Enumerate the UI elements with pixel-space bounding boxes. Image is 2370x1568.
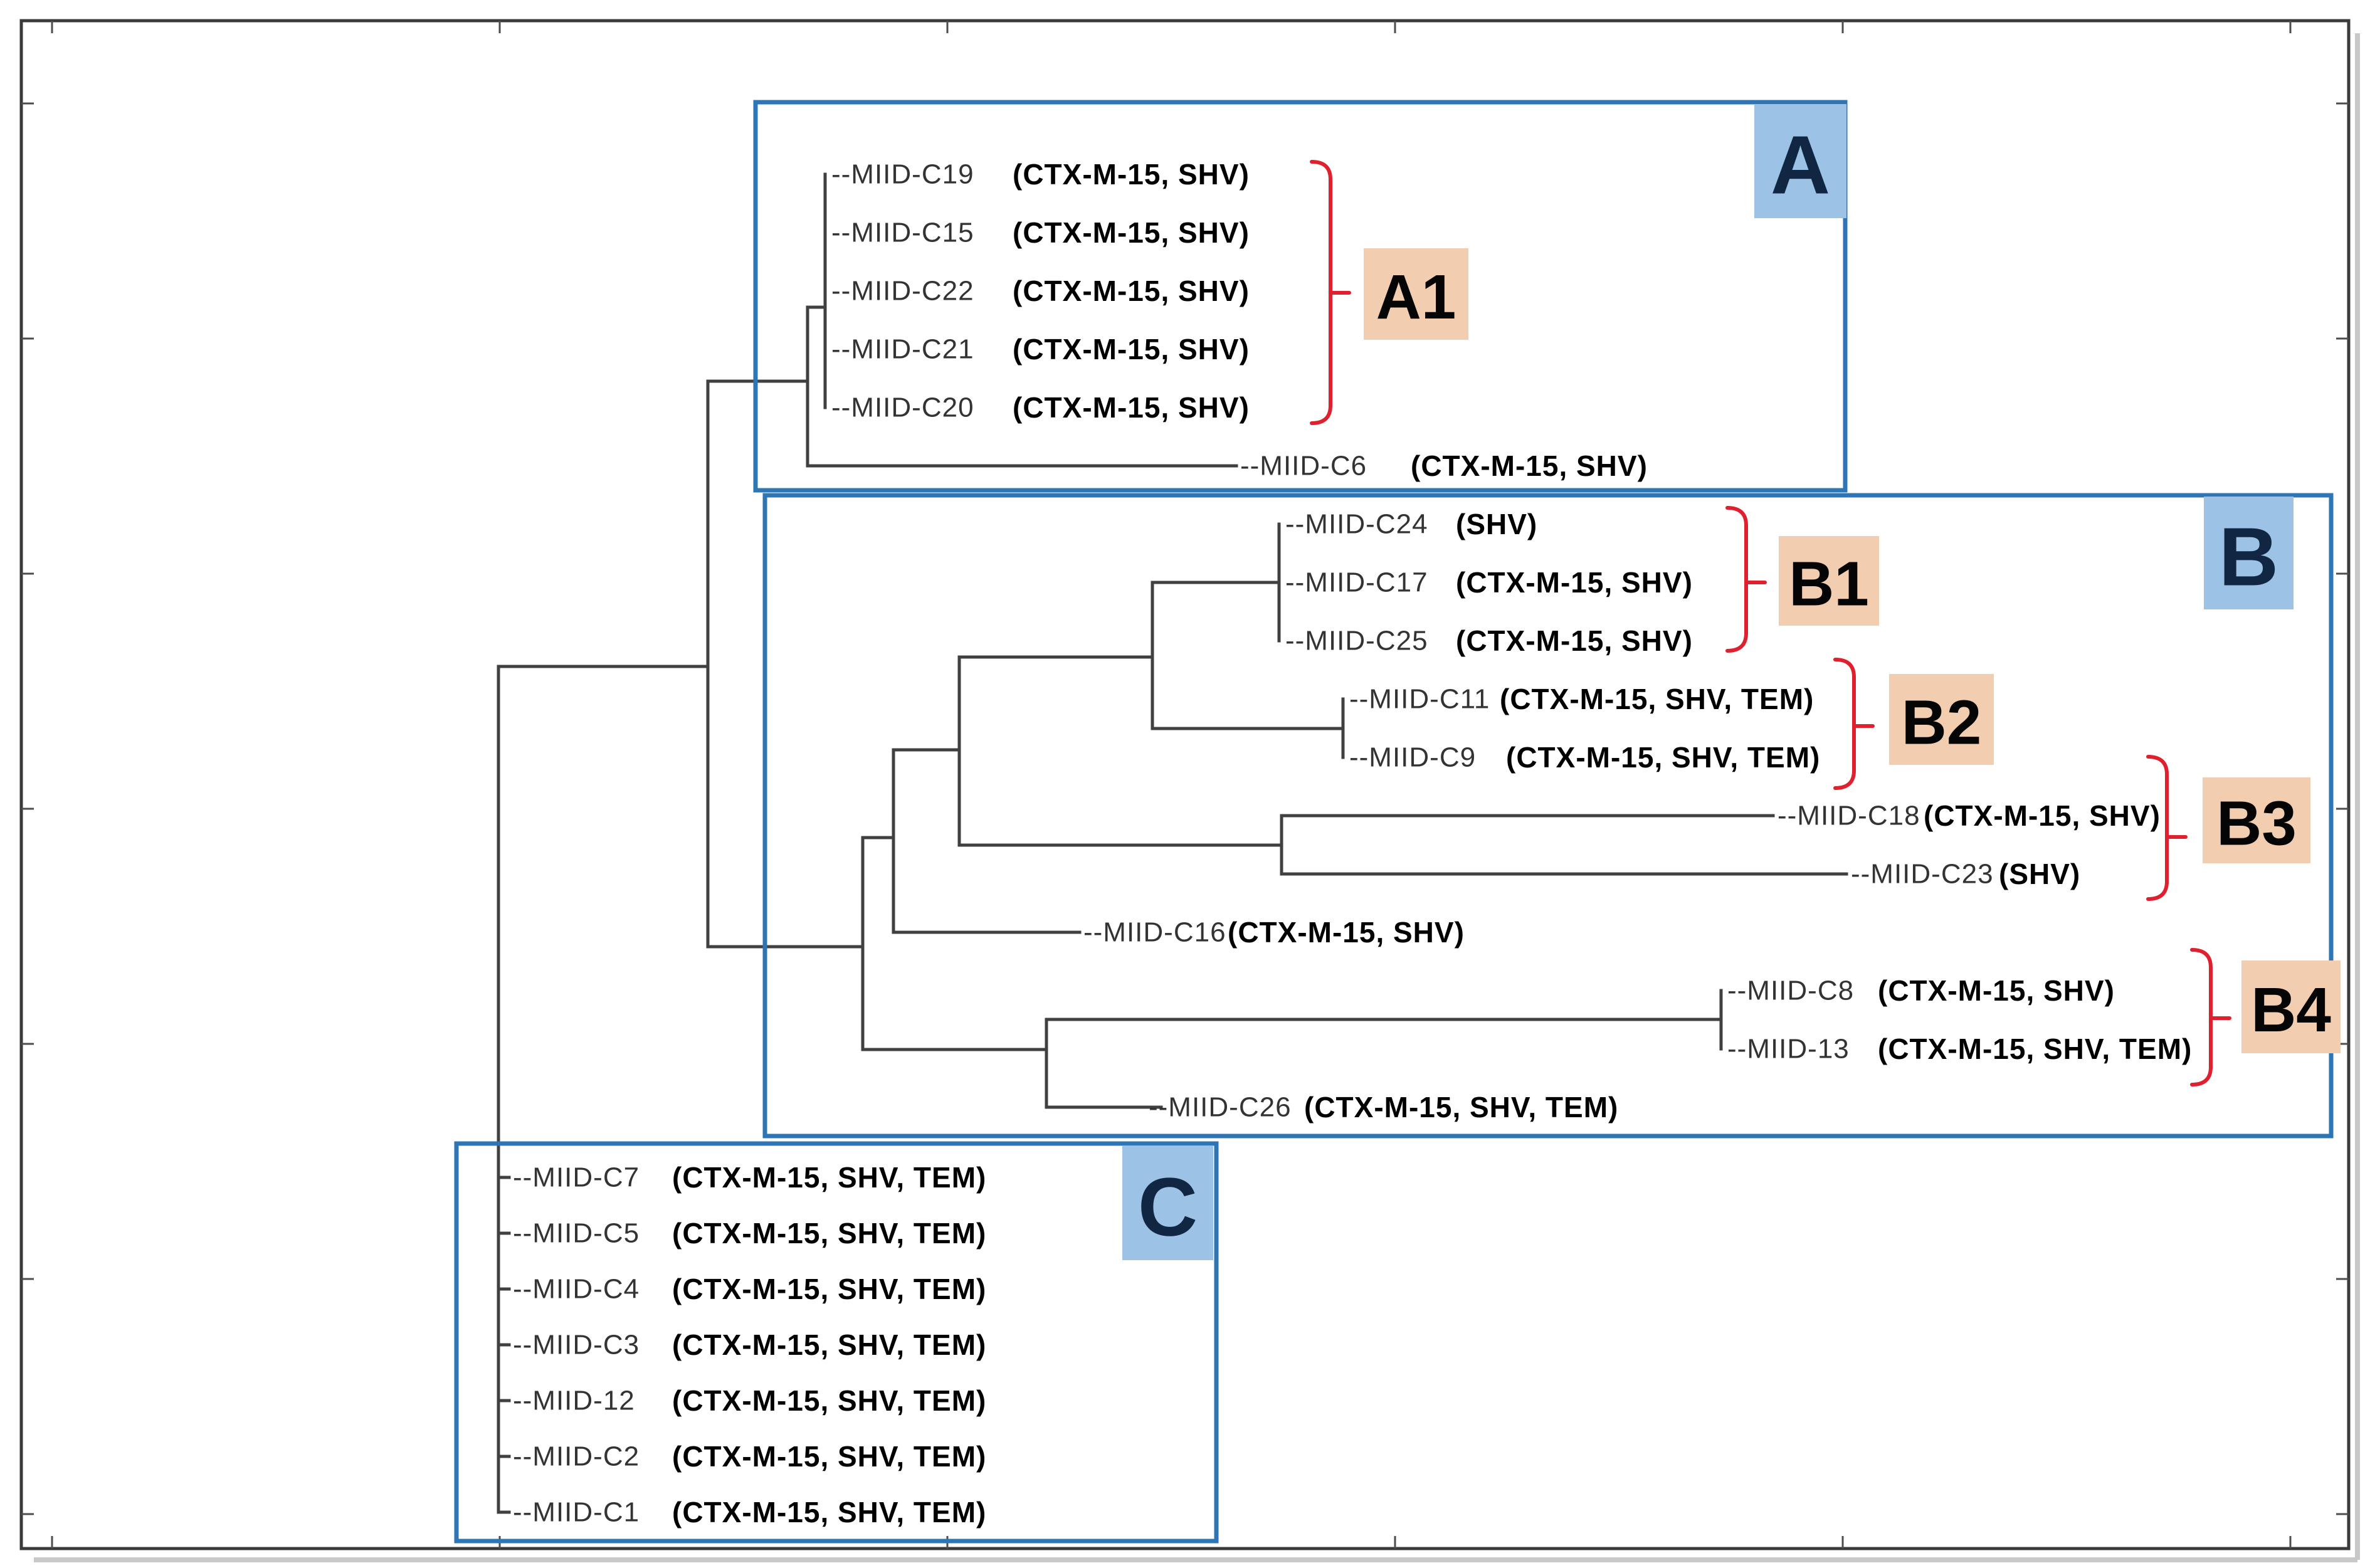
leaf-label-MIID-C19: --MIID-C19 [831,159,974,190]
gene-annotation-MIID-C7: (CTX-M-15, SHV, TEM) [672,1161,986,1194]
leaf-label-MIID-12: --MIID-12 [513,1386,635,1416]
leaf-label-MIID-C18: --MIID-C18 [1778,801,1920,831]
cluster-box-C [454,1141,1219,1544]
subgroup-tag-label-B3: B3 [2216,789,2297,859]
leaf-label-MIID-C4: --MIID-C4 [513,1274,640,1305]
gene-annotation-MIID-C16: (CTX-M-15, SHV) [1228,916,1465,949]
subgroup-tag-label-A1: A1 [1376,262,1456,332]
leaf-label-MIID-C1: --MIID-C1 [513,1497,640,1528]
gene-annotation-MIID-C23: (SHV) [1999,858,2080,890]
leaf-label-MIID-C26: --MIID-C26 [1149,1092,1292,1123]
leaf-label-MIID-C7: --MIID-C7 [513,1162,640,1193]
brace-B1 [1725,506,1748,653]
leaf-label-MIID-C20: --MIID-C20 [831,392,974,423]
leaf-label-MIID-C23: --MIID-C23 [1851,859,1994,890]
subgroup-tag-B2 [1889,674,1994,765]
brace-B3 [2146,755,2169,901]
gene-annotation-MIID-C25: (CTX-M-15, SHV) [1456,624,1693,657]
gene-annotation-MIID-C8: (CTX-M-15, SHV) [1878,974,2115,1007]
gene-annotation-MIID-C18: (CTX-M-15, SHV) [1924,799,2161,832]
leaf-label-MIID-C17: --MIID-C17 [1285,567,1428,598]
leaf-label-MIID-C8: --MIID-C8 [1727,976,1854,1006]
leaf-label-MIID-C15: --MIID-C15 [831,218,974,248]
leaf-label-MIID-13: --MIID-13 [1727,1034,1850,1065]
subgroup-tag-label-B4: B4 [2251,975,2331,1045]
gene-annotation-MIID-12: (CTX-M-15, SHV, TEM) [672,1384,986,1417]
leaf-label-MIID-C6: --MIID-C6 [1240,451,1367,481]
gene-annotation-MIID-C3: (CTX-M-15, SHV, TEM) [672,1329,986,1361]
subgroup-tag-B4 [2241,960,2341,1053]
leaf-label-MIID-C25: --MIID-C25 [1285,626,1428,656]
cluster-tag-label-B: B [2219,511,2278,603]
gene-annotation-MIID-C22: (CTX-M-15, SHV) [1013,275,1250,307]
cluster-box-B [762,493,2334,1139]
gene-annotation-MIID-C19: (CTX-M-15, SHV) [1013,158,1250,191]
gene-annotation-MIID-C15: (CTX-M-15, SHV) [1013,216,1250,249]
gene-annotation-MIID-C9: (CTX-M-15, SHV, TEM) [1506,741,1820,774]
gene-annotation-MIID-C17: (CTX-M-15, SHV) [1456,566,1693,599]
leaf-label-MIID-C3: --MIID-C3 [513,1330,640,1360]
cluster-tag-B [2204,497,2294,609]
gene-annotation-MIID-C11: (CTX-M-15, SHV, TEM) [1500,683,1814,715]
gene-annotation-MIID-13: (CTX-M-15, SHV, TEM) [1878,1033,2192,1065]
plot-frame [19,19,2351,1550]
cluster-box-A [753,100,1848,493]
subgroup-tag-A1 [1364,248,1468,340]
gene-annotation-MIID-C20: (CTX-M-15, SHV) [1013,391,1250,424]
subgroup-tag-label-B2: B2 [1902,688,1982,758]
leaf-label-MIID-C5: --MIID-C5 [513,1218,640,1249]
leaf-label-MIID-C22: --MIID-C22 [831,276,974,307]
gene-annotation-MIID-C2: (CTX-M-15, SHV, TEM) [672,1440,986,1473]
gene-annotation-MIID-C4: (CTX-M-15, SHV, TEM) [672,1273,986,1305]
leaf-label-MIID-C16: --MIID-C16 [1083,917,1226,948]
cluster-tag-label-A: A [1771,119,1830,211]
gene-annotation-MIID-C6: (CTX-M-15, SHV) [1411,450,1648,482]
leaf-label-MIID-C2: --MIID-C2 [513,1441,640,1472]
leaf-label-MIID-C11: --MIID-C11 [1349,684,1490,715]
subgroup-tag-B3 [2203,777,2310,863]
subgroup-tag-B1 [1779,536,1879,626]
cluster-tag-label-C: C [1138,1161,1198,1253]
gene-annotation-MIID-C24: (SHV) [1456,508,1537,540]
leaf-label-MIID-C9: --MIID-C9 [1349,742,1476,773]
cluster-tag-A [1754,104,1846,218]
leaf-label-MIID-C21: --MIID-C21 [831,334,974,365]
subgroup-tag-label-B1: B1 [1789,549,1869,619]
gene-annotation-MIID-C1: (CTX-M-15, SHV, TEM) [672,1496,986,1529]
gene-annotation-MIID-C26: (CTX-M-15, SHV, TEM) [1304,1091,1618,1123]
cluster-tag-C [1122,1146,1213,1260]
gene-annotation-MIID-C5: (CTX-M-15, SHV, TEM) [672,1217,986,1250]
gene-annotation-MIID-C21: (CTX-M-15, SHV) [1013,333,1250,366]
brace-B2 [1833,658,1856,790]
leaf-label-MIID-C24: --MIID-C24 [1285,509,1428,540]
